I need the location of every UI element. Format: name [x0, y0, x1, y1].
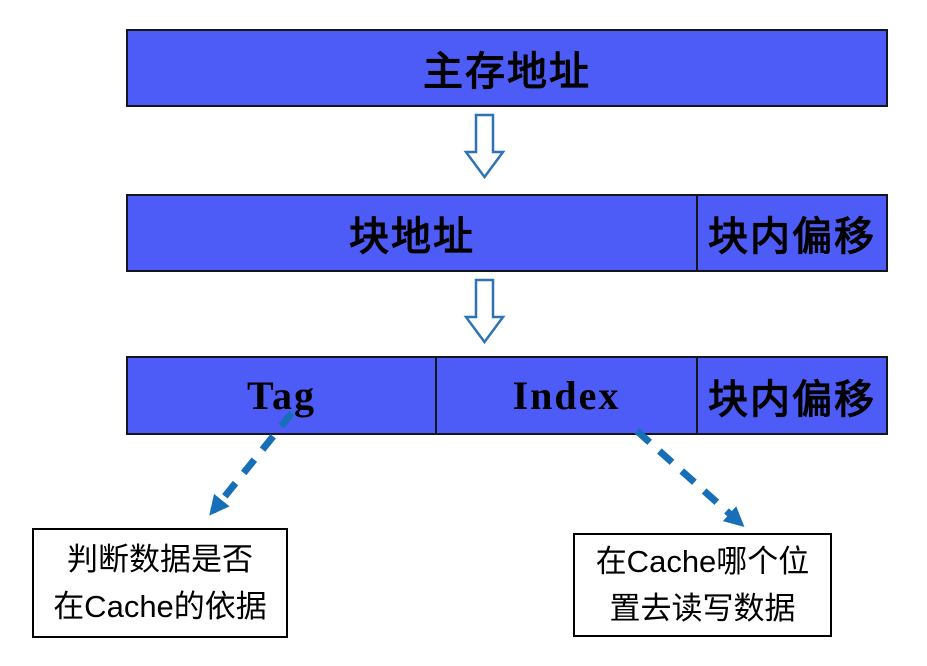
tag-cell: Tag — [128, 358, 435, 433]
block-offset-cell: 块内偏移 — [696, 196, 886, 270]
block-address-label: 块地址 — [349, 214, 475, 259]
index-note-line2: 置去读写数据 — [609, 591, 796, 626]
block-offset-label: 块内偏移 — [708, 376, 876, 422]
block-offset-label: 块内偏移 — [708, 214, 876, 259]
cache-address-bar: Tag Index 块内偏移 — [126, 356, 888, 435]
index-cell: Index — [435, 358, 696, 433]
index-note-line1: 在Cache哪个位 — [595, 544, 810, 579]
main-memory-address-label: 主存地址 — [423, 49, 591, 94]
block-offset-cell: 块内偏移 — [696, 358, 886, 433]
block-address-cell: 块地址 — [128, 196, 696, 270]
index-note-box: 在Cache哪个位 置去读写数据 — [573, 533, 832, 637]
tag-note-line1: 判断数据是否 — [67, 542, 253, 577]
down-arrow-icon — [463, 113, 506, 179]
index-label: Index — [512, 373, 621, 418]
tag-note-box: 判断数据是否 在Cache的依据 — [32, 528, 288, 638]
index-dashed-arrow-icon — [634, 428, 745, 527]
tag-label: Tag — [246, 373, 316, 418]
down-arrow-icon — [463, 278, 506, 344]
main-memory-address-cell: 主存地址 — [128, 31, 886, 105]
block-address-bar: 块地址 块内偏移 — [126, 194, 888, 272]
main-memory-address-bar: 主存地址 — [126, 29, 888, 107]
tag-note-line2: 在Cache的依据 — [53, 589, 267, 624]
